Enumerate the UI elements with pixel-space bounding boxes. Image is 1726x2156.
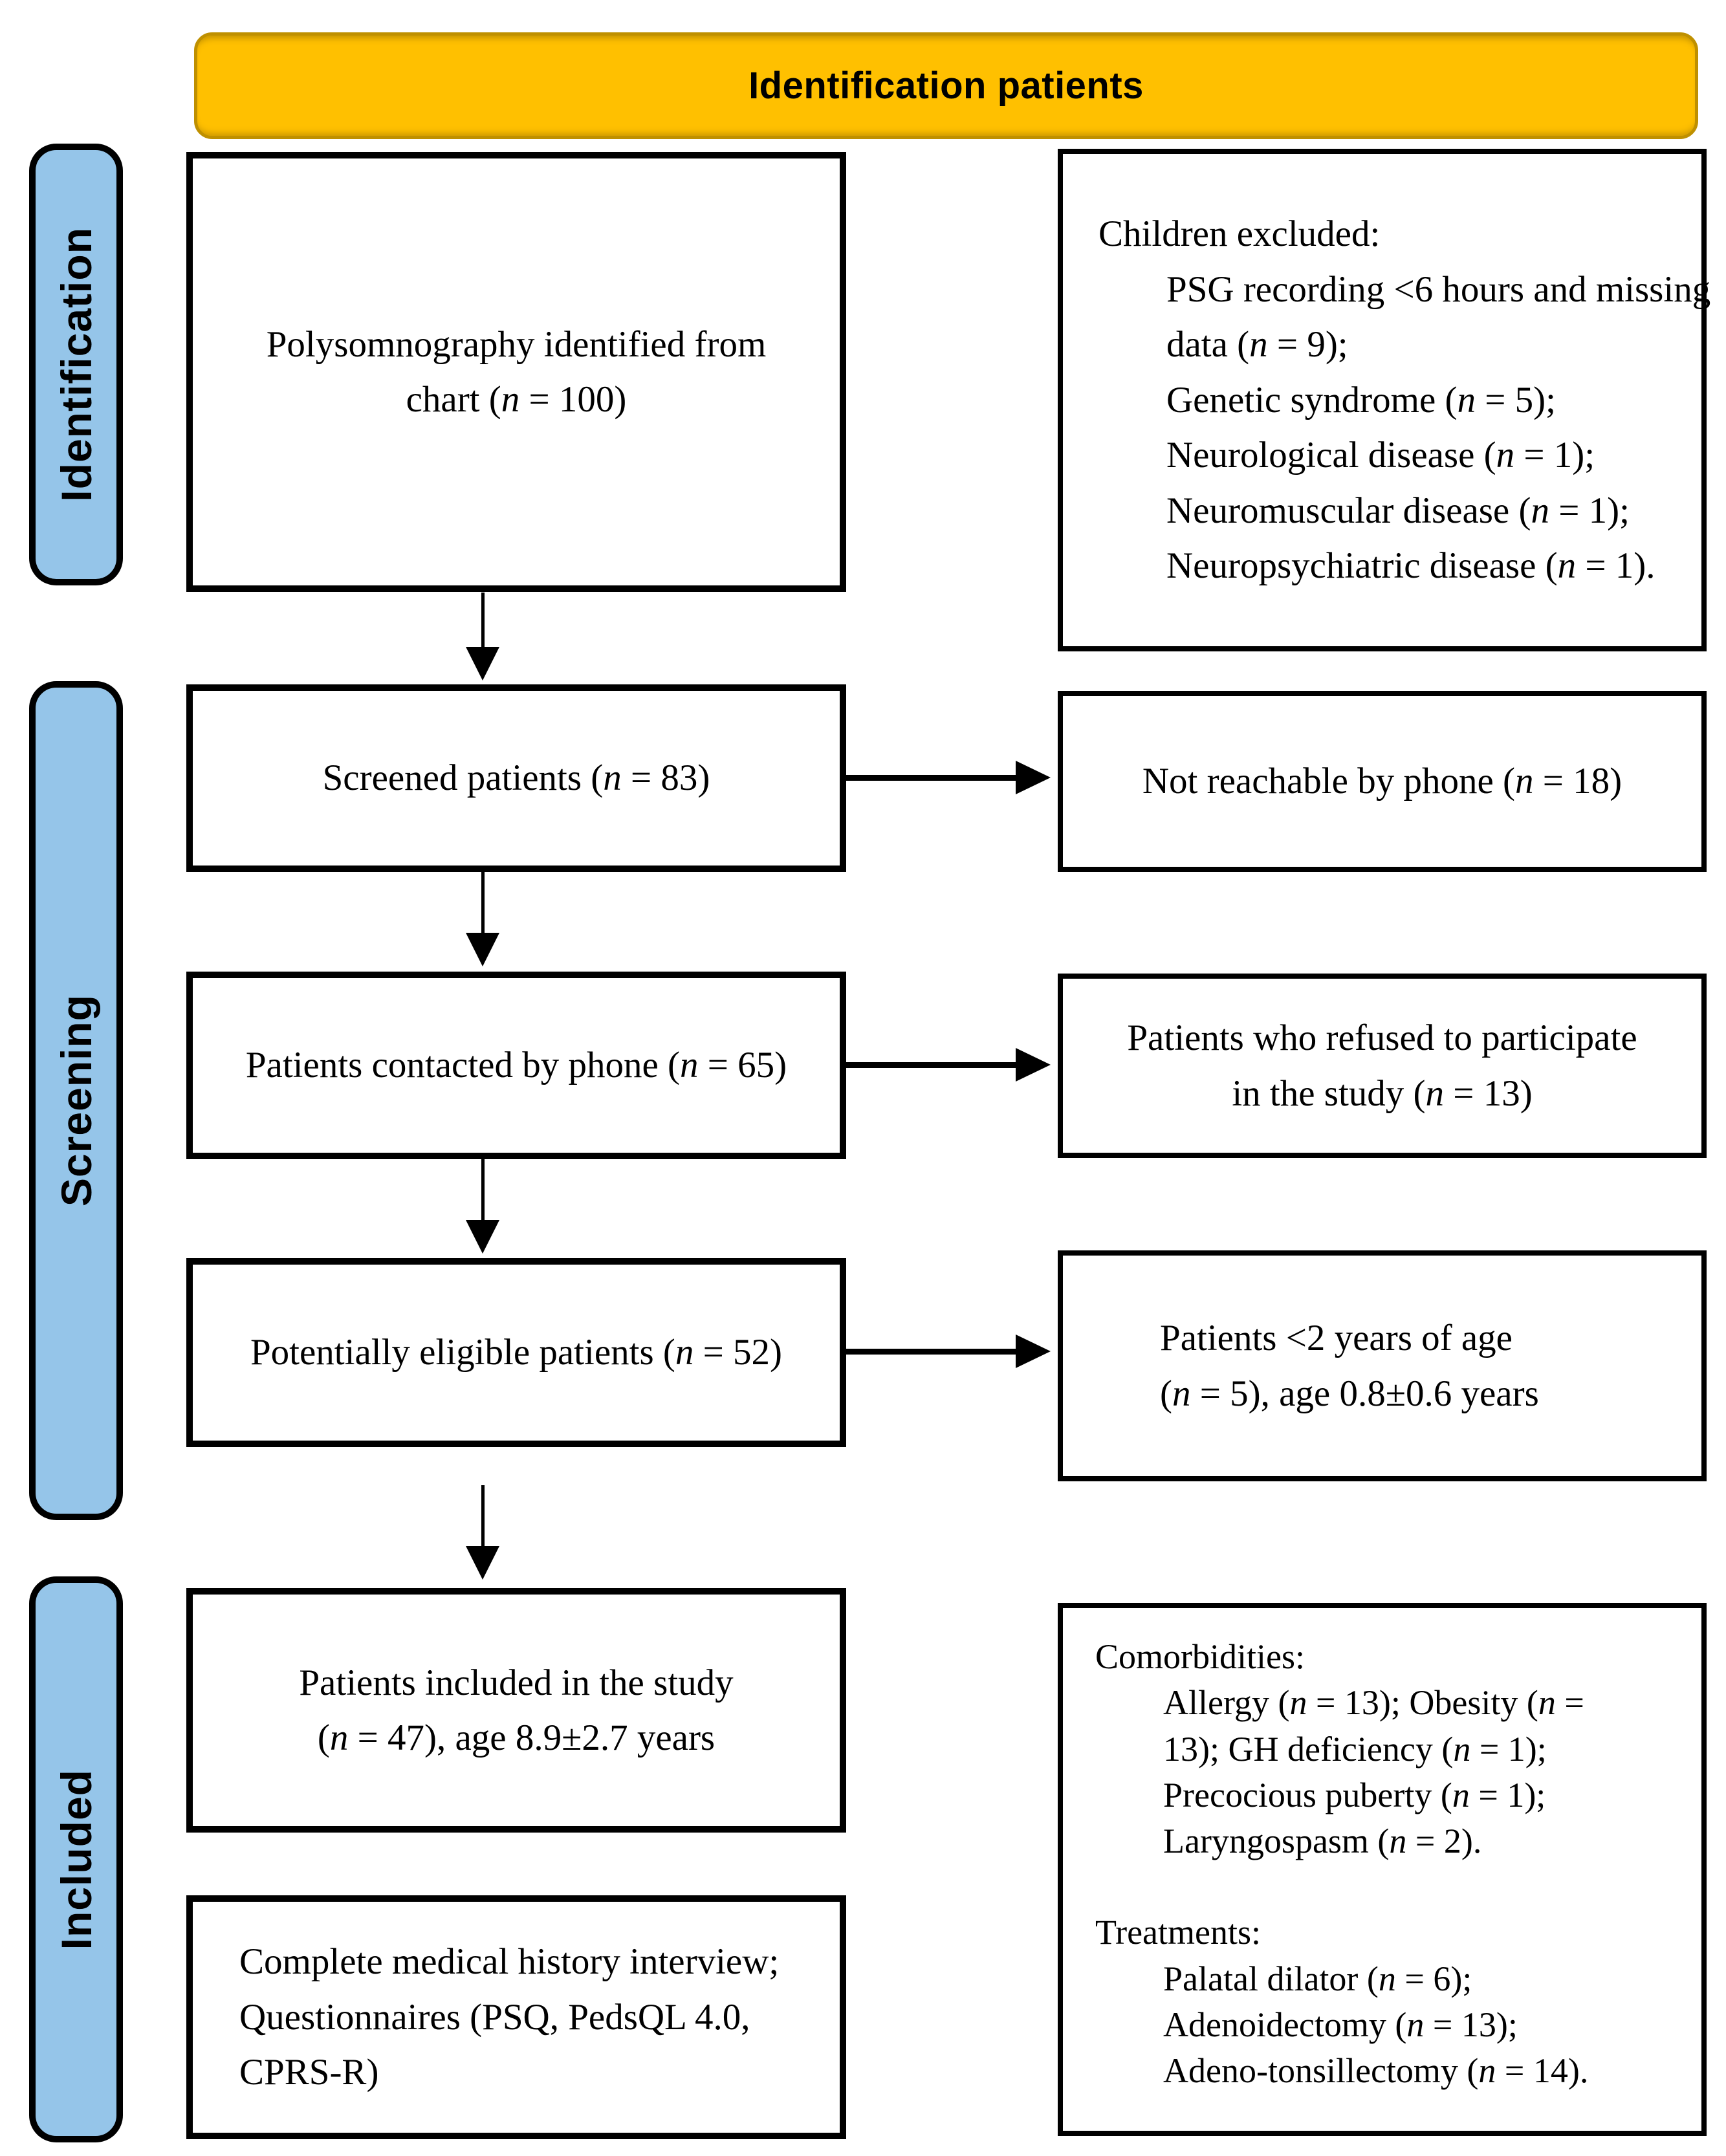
box-children-excluded: Children excluded: PSG recording <6 hour… [1058, 149, 1711, 651]
stage-screening: Screening [29, 681, 123, 1520]
arrow-shaft [481, 872, 485, 934]
arrow-shaft [846, 1349, 1016, 1355]
text-line: Neurological disease (n = 1); [1166, 435, 1595, 476]
box-not-reachable-by-phone: Not reachable by phone (n = 18) [1058, 691, 1707, 872]
arrow-shaft [846, 775, 1016, 781]
box-polysomnography-identified: Polysomnography identified from chart (n… [186, 152, 846, 592]
box-screened-patients: Screened patients (n = 83) [186, 684, 846, 872]
text-line: Questionnaires (PSQ, PedsQL 4.0, [239, 1996, 750, 2038]
text-line: CPRS-R) [239, 2052, 379, 2093]
text-line: 13); GH deficiency (n = 1); [1163, 1729, 1547, 1769]
text-line: in the study (n = 13) [1232, 1073, 1533, 1114]
stage-screening-label: Screening [52, 994, 100, 1207]
stage-included: Included [29, 1576, 123, 2142]
stage-identification-label: Identification [52, 227, 100, 502]
arrow-shaft [481, 1485, 485, 1547]
text-line: chart (n = 100) [406, 379, 627, 420]
text-line: Allergy (n = 13); Obesity (n = [1163, 1683, 1584, 1723]
text-line: Potentially eligible patients (n = 52) [250, 1332, 783, 1373]
arrow-head-down-icon [466, 1220, 499, 1254]
box-patients-refused: Patients who refused to participate in t… [1058, 974, 1707, 1158]
arrow-shaft [481, 1159, 485, 1221]
arrow-head-down-icon [466, 933, 499, 966]
text-line: data (n = 9); [1166, 324, 1348, 365]
box-patients-included-in-study: Patients included in the study (n = 47),… [186, 1588, 846, 1833]
text-line: Patients <2 years of age [1160, 1318, 1513, 1358]
text-line: (n = 5), age 0.8±0.6 years [1160, 1373, 1539, 1414]
arrow-head-down-icon [466, 1546, 499, 1580]
text-line: Patients who refused to participate [1127, 1018, 1637, 1058]
arrow-head-right-icon [1016, 1334, 1051, 1368]
text-line: Treatments: [1095, 1913, 1261, 1952]
text-line: Palatal dilator (n = 6); [1163, 1959, 1472, 1998]
box-comorbidities-treatments: Comorbidities: Allergy (n = 13); Obesity… [1058, 1603, 1707, 2136]
arrow-head-down-icon [466, 647, 499, 681]
text-line: Patients included in the study [299, 1662, 734, 1703]
text-line: Neuromuscular disease (n = 1); [1166, 490, 1630, 531]
text-line: Adeno-tonsillectomy (n = 14). [1163, 2051, 1589, 2091]
box-patients-contacted-by-phone: Patients contacted by phone (n = 65) [186, 972, 846, 1159]
text-line: Precocious puberty (n = 1); [1163, 1775, 1546, 1814]
text-line: Comorbidities: [1095, 1637, 1305, 1676]
arrow-head-right-icon [1016, 1048, 1051, 1082]
stage-identification: Identification [29, 144, 123, 585]
box-medical-history-questionnaires: Complete medical history interview; Ques… [186, 1895, 846, 2139]
banner-identification-patients: Identification patients [194, 32, 1698, 139]
text-line: Laryngospasm (n = 2). [1163, 1822, 1482, 1861]
box-potentially-eligible: Potentially eligible patients (n = 52) [186, 1258, 846, 1447]
text-line: Screened patients (n = 83) [322, 757, 710, 799]
text-line: Polysomnography identified from [266, 323, 767, 365]
text-line: Children excluded: [1098, 213, 1381, 255]
text-line: Complete medical history interview; [239, 1941, 780, 1983]
text-line: (n = 47), age 8.9±2.7 years [317, 1717, 716, 1758]
arrow-head-right-icon [1016, 761, 1051, 794]
arrow-shaft [846, 1062, 1016, 1068]
text-line: Adenoidectomy (n = 13); [1163, 2005, 1518, 2044]
text-line: Genetic syndrome (n = 5); [1166, 379, 1556, 420]
banner-label: Identification patients [748, 65, 1144, 107]
box-patients-under-two-years: Patients <2 years of age (n = 5), age 0.… [1058, 1250, 1707, 1481]
text-line: Patients contacted by phone (n = 65) [245, 1045, 787, 1086]
text-line: Neuropsychiatric disease (n = 1). [1166, 545, 1655, 587]
text-line: Not reachable by phone (n = 18) [1142, 761, 1622, 802]
stage-included-label: Included [52, 1769, 100, 1950]
text-line: PSG recording <6 hours and missing [1166, 268, 1711, 310]
arrow-shaft [481, 593, 485, 648]
